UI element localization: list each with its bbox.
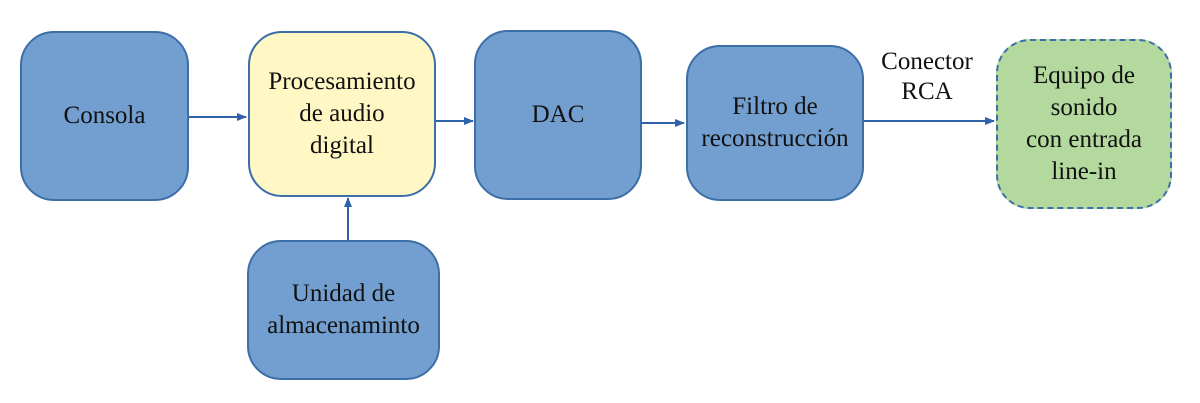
conector-rca-label: Conector RCA <box>881 48 973 105</box>
consola-block: Consola <box>20 31 189 201</box>
dac-label: DAC <box>531 101 585 128</box>
dac-block: DAC <box>474 30 642 200</box>
filtro-block: Filtro de reconstrucción <box>686 45 864 201</box>
consola-label: Consola <box>63 102 146 129</box>
procesamiento-label: Procesamiento de audio digital <box>268 68 416 159</box>
filtro-label: Filtro de reconstrucción <box>701 93 849 152</box>
equipo-block: Equipo de sonido con entrada line-in <box>996 39 1172 209</box>
unidad-block: Unidad de almacenaminto <box>247 240 440 380</box>
procesamiento-block: Procesamiento de audio digital <box>248 31 436 197</box>
equipo-label: Equipo de sonido con entrada line-in <box>1026 62 1142 185</box>
unidad-label: Unidad de almacenaminto <box>267 280 420 339</box>
